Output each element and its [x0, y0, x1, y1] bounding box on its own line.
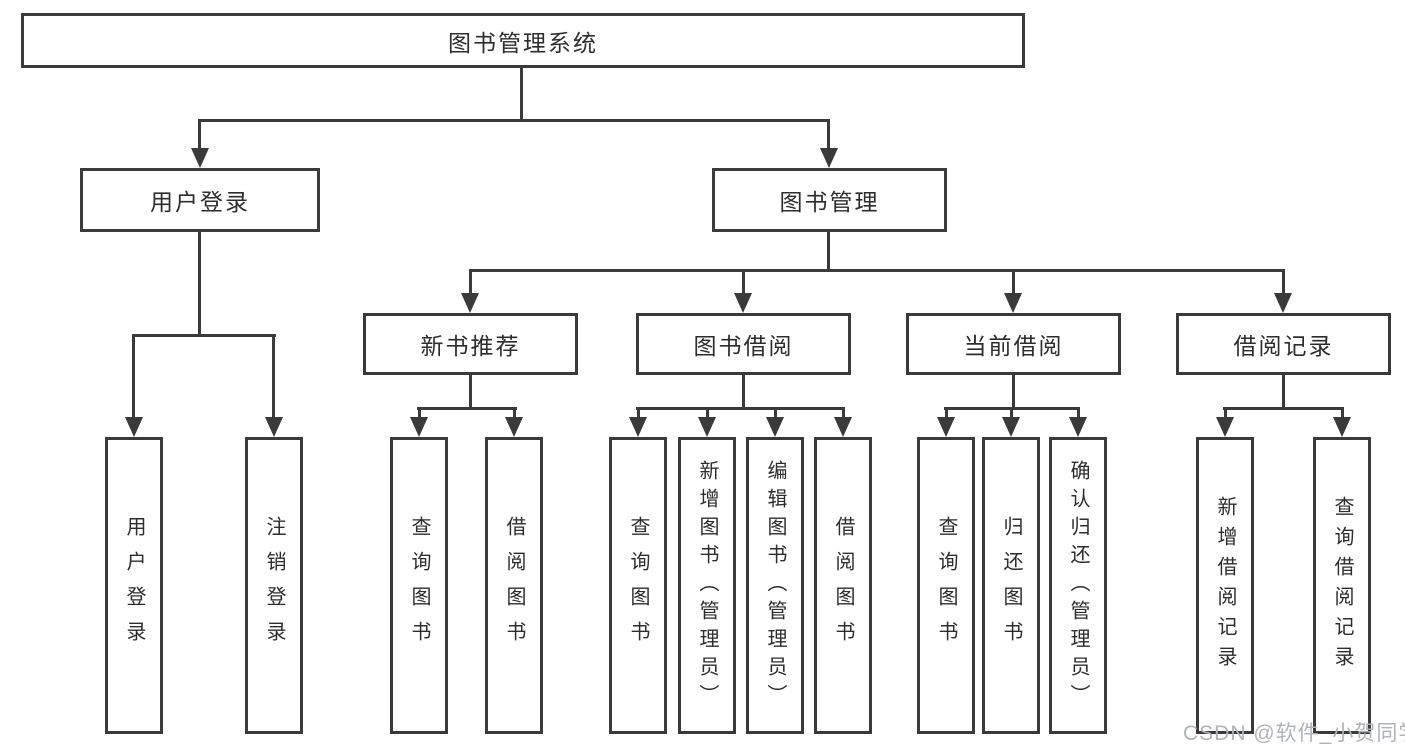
connector-line — [132, 334, 276, 337]
node-current-borrow: 当前借阅 — [906, 313, 1121, 375]
connector-line — [1223, 407, 1344, 410]
node-user-login: 用户登录 — [80, 168, 320, 232]
connector-line — [706, 407, 709, 419]
node-book-borrow: 图书借阅 — [636, 313, 851, 375]
arrowhead-down-icon — [1333, 417, 1351, 437]
node-user-login-label: 用户登录 — [150, 189, 250, 215]
arrowhead-down-icon — [629, 417, 647, 437]
leaf-query-books-2-label: 查询图书 — [627, 515, 649, 656]
leaf-add-borrow-record: 新增借阅记录 — [1196, 437, 1254, 734]
connector-line — [774, 407, 777, 419]
leaf-add-books-admin-label: 新增图书（管理员） — [696, 459, 718, 712]
leaf-borrow-books-2-label: 借阅图书 — [832, 515, 854, 656]
connector-line — [1282, 269, 1285, 295]
leaf-confirm-return-admin: 确认归还（管理员） — [1049, 437, 1107, 734]
connector-line — [742, 269, 745, 295]
arrowhead-down-icon — [1069, 417, 1087, 437]
connector-line — [1012, 373, 1015, 409]
node-book-borrow-label: 图书借阅 — [693, 333, 794, 359]
connector-line — [198, 119, 201, 150]
leaf-query-books-1-label: 查询图书 — [408, 515, 430, 656]
connector-line — [418, 407, 421, 419]
arrowhead-down-icon — [766, 417, 784, 437]
leaf-edit-books-admin: 编辑图书（管理员） — [746, 437, 804, 734]
connector-line — [742, 373, 745, 409]
connector-line — [198, 232, 201, 336]
node-book-management-label: 图书管理 — [779, 189, 880, 215]
connector-line — [513, 407, 516, 419]
connector-line — [842, 407, 845, 419]
connector-line — [272, 334, 275, 419]
node-current-borrow-label: 当前借阅 — [963, 333, 1064, 359]
connector-line — [827, 119, 830, 150]
connector-line — [469, 269, 1285, 272]
leaf-logout-label: 注销登录 — [263, 515, 285, 656]
connector-line — [520, 68, 523, 121]
connector-line — [417, 407, 517, 410]
arrowhead-down-icon — [1004, 293, 1022, 313]
arrowhead-down-icon — [410, 417, 428, 437]
node-new-book-recommend-label: 新书推荐 — [420, 333, 521, 359]
leaf-logout: 注销登录 — [245, 437, 303, 734]
connector-line — [827, 232, 830, 272]
connector-line — [1010, 407, 1013, 419]
node-new-book-recommend: 新书推荐 — [363, 313, 578, 375]
leaf-borrow-books-1-label: 借阅图书 — [503, 515, 525, 656]
arrowhead-down-icon — [1274, 293, 1292, 313]
leaf-user-login: 用户登录 — [105, 437, 163, 734]
leaf-query-books-1: 查询图书 — [390, 437, 448, 734]
connector-line — [637, 407, 640, 419]
leaf-add-books-admin: 新增图书（管理员） — [678, 437, 736, 734]
connector-line — [945, 407, 948, 419]
leaf-borrow-books-2: 借阅图书 — [814, 437, 872, 734]
arrowhead-down-icon — [461, 293, 479, 313]
connector-line — [1224, 407, 1227, 419]
arrowhead-down-icon — [1002, 417, 1020, 437]
leaf-confirm-return-admin-label: 确认归还（管理员） — [1067, 459, 1089, 712]
leaf-return-books-label: 归还图书 — [1000, 515, 1022, 656]
connector-line — [1012, 269, 1015, 295]
leaf-user-login-label: 用户登录 — [123, 515, 145, 656]
connector-line — [132, 334, 135, 419]
connector-line — [469, 269, 472, 295]
arrowhead-down-icon — [834, 417, 852, 437]
watermark: CSDN @软件_小贺同学 — [1183, 722, 1405, 745]
arrowhead-down-icon — [191, 148, 209, 168]
arrowhead-down-icon — [125, 417, 143, 437]
connector-line — [1341, 407, 1344, 419]
connector-line — [636, 407, 845, 410]
arrowhead-down-icon — [734, 293, 752, 313]
node-borrow-records: 借阅记录 — [1176, 313, 1391, 375]
leaf-edit-books-admin-label: 编辑图书（管理员） — [764, 459, 786, 712]
connector-line — [1282, 373, 1285, 409]
arrowhead-down-icon — [505, 417, 523, 437]
node-root-label: 图书管理系统 — [448, 29, 598, 56]
node-book-management: 图书管理 — [712, 168, 947, 232]
leaf-query-borrow-record: 查询借阅记录 — [1313, 437, 1371, 734]
leaf-query-books-3: 查询图书 — [917, 437, 975, 734]
arrowhead-down-icon — [820, 148, 838, 168]
connector-line — [1077, 407, 1080, 419]
arrowhead-down-icon — [937, 417, 955, 437]
connector-line — [198, 119, 830, 122]
connector-line — [469, 373, 472, 409]
leaf-return-books: 归还图书 — [982, 437, 1040, 734]
leaf-add-borrow-record-label: 新增借阅记录 — [1214, 495, 1236, 676]
leaf-query-borrow-record-label: 查询借阅记录 — [1331, 495, 1353, 676]
leaf-query-books-3-label: 查询图书 — [935, 515, 957, 656]
arrowhead-down-icon — [265, 417, 283, 437]
node-borrow-records-label: 借阅记录 — [1233, 333, 1334, 359]
arrowhead-down-icon — [698, 417, 716, 437]
arrowhead-down-icon — [1216, 417, 1234, 437]
leaf-query-books-2: 查询图书 — [609, 437, 667, 734]
leaf-borrow-books-1: 借阅图书 — [485, 437, 543, 734]
node-root: 图书管理系统 — [21, 13, 1025, 68]
